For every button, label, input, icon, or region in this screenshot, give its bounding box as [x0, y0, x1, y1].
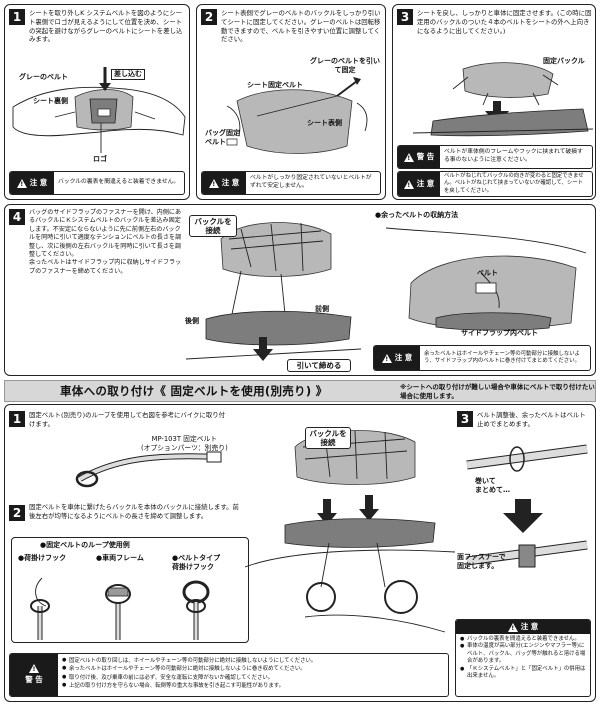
bottom-warning-item: 上記の取り付け方を守らない場合、転倒等の重大な事故を引き起こす可能性があります。 [62, 682, 316, 690]
step1-caution-body: バックルの裏表を間違えると装着できません。 [58, 179, 180, 186]
mounting-panel: 1 固定ベルト(別売り)のループを使用して右図を参考にバイクに取り付けます。 M… [4, 404, 596, 702]
step1-label-logo: ロゴ [93, 155, 107, 163]
step3-warning-head: 警 告 [416, 151, 435, 161]
storage-label-inner: サイドフラップ内ベルト [461, 329, 538, 337]
step4-tighten-label: 引いて締める [287, 359, 351, 372]
step3-caution-head: 注 意 [416, 178, 435, 188]
step1-text: シートを取り外しK システムベルトを図のようにシート裏側でロゴが見えるようにして… [29, 9, 183, 44]
step2-caution-header: 注 意 [202, 172, 246, 194]
b1-number: 1 [9, 411, 25, 427]
step4-number: 4 [9, 209, 25, 225]
loop-example-belt-hook: ●ベルトタイプ 荷掛けフック [172, 554, 221, 572]
warning-triangle-icon [381, 353, 392, 363]
warning-triangle-icon [507, 622, 518, 632]
step2-illustration [226, 77, 368, 154]
step1-caution-header: 注 意 [10, 172, 54, 194]
step4-label-rear: 後側 [185, 317, 199, 325]
b3-label-wrap: 巻いて まとめて… [475, 477, 510, 495]
step4-panel: 4 バッグのサイドフラップのファスナーを開け、内側にあるバックルにＫシステムベル… [4, 204, 596, 376]
storage-illustration [385, 227, 587, 331]
b1-belt-illustration [75, 451, 222, 488]
bottom-warning: 警 告 固定ベルトの取り回しは、ホイールやチェーン等の可動部分に絶対に接触しない… [9, 653, 449, 697]
step3-illustration [412, 62, 594, 137]
step2-panel: 2 シート表側でグレーのベルトのバックルをしっかり引いてシートに固定してください… [196, 4, 386, 200]
warning-triangle-icon [29, 664, 39, 674]
section-banner-title: 車体への取り付け《 固定ベルトを使用(別売り) 》 [60, 384, 328, 398]
step3-caution: 注 意 ベルトがねじれてバックルの向きが変わると固定できません。ベルトがねじれて… [397, 171, 593, 197]
bottom-warning-item: 余ったベルトはホイールやチェーン等の可動部分に絶対に接触しないように巻き収めてく… [62, 665, 316, 673]
b3-text: ベルト調整後、余ったベルトはベルト止めでまとめます。 [477, 411, 586, 428]
step2-label-pull: グレーのベルトを引いて固定 [310, 57, 380, 75]
b3-number: 3 [457, 411, 473, 427]
step3-warning-header: 警 告 [398, 146, 440, 168]
step2-label-seat-belt: シート固定ベルト [247, 81, 303, 89]
bottom-warning-header: 警 告 [10, 654, 58, 696]
warning-triangle-icon [403, 152, 414, 162]
step3-caution-body: ベルトがねじれてバックルの向きが変わると固定できません。ベルトがねじれて挟まって… [444, 173, 584, 194]
bottom-warning-head: 警 告 [25, 675, 43, 685]
step1-panel: 1 シートを取り外しK システムベルトを図のようにシート裏側でロゴが見えるように… [4, 4, 190, 200]
loop-examples-title: ●固定ベルトのループ使用例 [40, 541, 130, 549]
storage-caution-body: 余ったベルトはホイールやチェーン等の可動部分に接触しないよう、サイドフラップ内の… [424, 350, 580, 364]
storage-title: ●余ったベルトの収納方法 [375, 211, 459, 219]
warning-triangle-icon [16, 178, 27, 188]
storage-label-belt: ベルト [477, 269, 498, 277]
b3-label-velcro: 面ファスナーで 固定します。 [457, 553, 506, 571]
step2-caution-head: 注 意 [221, 177, 240, 187]
mounting-connect-label: バックルを接続 [305, 427, 351, 449]
section-banner-note: ※シートへの取り付けが難しい場合や車体にベルトで取り付けたい場合に使用します。 [400, 383, 595, 400]
loop-example-hook: ●荷掛けフック [18, 554, 67, 562]
step4-label-front: 前側 [315, 305, 329, 313]
storage-caution-head: 注 意 [394, 352, 413, 362]
mounting-illustration [245, 430, 455, 633]
bottom-warning-item: 固定ベルトの取り回しは、ホイールやチェーン等の可動部分に絶対に接触しないようにし… [62, 657, 316, 665]
b1-product-label: MP-103T 固定ベルト (オプションパーツ：別売り) [141, 435, 228, 453]
step2-label-seat-front: シート表側 [307, 119, 342, 127]
step2-number: 2 [201, 9, 217, 25]
step4-connect-label: バックルを接続 [189, 215, 237, 237]
step1-illustration [12, 67, 186, 153]
storage-caution-header: 注 意 [374, 346, 420, 370]
bottom-caution-item: バックルの裏表を間違えると装着できません。 [460, 636, 586, 643]
loop-examples-box: ●固定ベルトのループ使用例 ●荷掛けフック ●車両フレーム ●ベルトタイプ 荷掛… [11, 537, 249, 643]
loop-examples-illustration [30, 577, 210, 640]
b2-number: 2 [9, 505, 25, 521]
bottom-caution-head: 注 意 [520, 621, 539, 631]
step3-label-buckle: 固定バックル [543, 57, 585, 65]
step2-label-bag-belt: バッグ固定ベルト [205, 129, 240, 147]
step3-caution-header: 注 意 [398, 172, 440, 196]
b2-text: 固定ベルトを車体に繋げたらバックルを本体のバックルに接続します。前後左右が均等に… [29, 503, 239, 520]
step2-text: シート表側でグレーのベルトのバックルをしっかり引いてシートに固定してください。グ… [221, 9, 381, 44]
step4-illustration [185, 222, 361, 361]
step1-caution: 注 意 バックルの裏表を間違えると装着できません。 [9, 171, 185, 195]
b3-illustration [466, 444, 588, 568]
bottom-caution: 注 意 バックルの裏表を間違えると装着できません。 車体の温度が高い部分(エンジ… [455, 619, 591, 697]
step3-text: シートを戻し、しっかりと車体に固定させます。(この時に固定用のバックルのついた４… [417, 9, 592, 35]
step1-label-insert: 差し込む [111, 69, 145, 81]
warning-triangle-icon [403, 179, 414, 189]
step3-warning-body: ベルトが車体側のフレームやフックに挟まれて破損する事のないように注意ください。 [444, 149, 583, 163]
section-banner [4, 380, 596, 402]
step1-label-gray-belt: グレーのベルト [19, 73, 68, 81]
b1-text: 固定ベルト(別売り)のループを使用して右図を参考にバイクに取り付けます。 [29, 411, 225, 428]
step2-caution: 注 意 ベルトがしっかり固定されていないとベルトがずれて安定しません。 [201, 171, 381, 195]
step4-text: バッグのサイドフラップのファスナーを開け、内側にあるバックルにＫシステムベルトの… [29, 209, 182, 275]
bottom-caution-header: 注 意 [456, 620, 590, 634]
bottom-caution-item: 「Ｋシステムベルト」と「固定ベルト」の併用は出来ません。 [460, 666, 586, 681]
warning-triangle-icon [208, 178, 219, 188]
step2-caution-body: ベルトがしっかり固定されていないとベルトがずれて安定しません。 [250, 175, 372, 189]
step1-number: 1 [9, 9, 25, 25]
step3-panel: 3 シートを戻し、しっかりと車体に固定させます。(この時に固定用のバックルのつい… [392, 4, 596, 200]
bottom-warning-list: 固定ベルトの取り回しは、ホイールやチェーン等の可動部分に絶対に接触しないようにし… [58, 654, 320, 696]
step3-warning: 警 告 ベルトが車体側のフレームやフックに挟まれて破損する事のないように注意くだ… [397, 145, 593, 169]
bottom-caution-item: 車体の温度が高い部分(エンジンやマフラー等)にベルト、バックル、バッグ等が触れる… [460, 643, 586, 665]
step3-number: 3 [397, 9, 413, 25]
loop-example-frame: ●車両フレーム [96, 554, 144, 562]
bottom-warning-item: 取り付け後、及び乗車の前には必ず、安全な運転に支障がないか確認してください。 [62, 674, 316, 682]
storage-caution: 注 意 余ったベルトはホイールやチェーン等の可動部分に接触しないよう、サイドフラ… [373, 345, 591, 371]
step1-caution-head: 注 意 [29, 177, 48, 187]
bottom-caution-list: バックルの裏表を間違えると装着できません。 車体の温度が高い部分(エンジンやマフ… [456, 634, 590, 683]
step1-label-seat-back: シート裏側 [33, 97, 68, 105]
